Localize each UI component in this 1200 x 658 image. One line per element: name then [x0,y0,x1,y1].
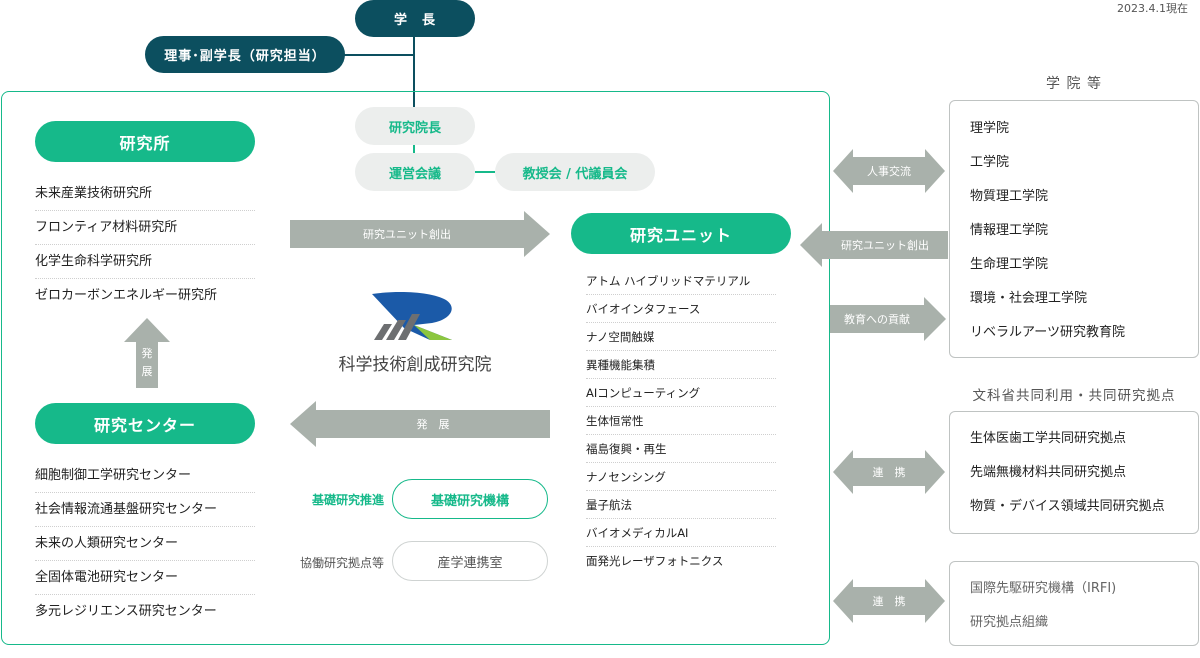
collab-office-box: 産学連携室 [392,541,548,581]
list-item: 未来の人類研究センター [35,527,255,561]
list-item: バイオメディカルAI [586,519,776,547]
list-item: 環境・社会理工学院 [970,291,1088,306]
develop-up-label: 発 展 [141,347,153,378]
develop-left-label: 発 展 [416,418,450,431]
personnel-arrow [833,149,945,193]
create-unit-label: 研究ユニット創出 [363,228,451,241]
irfi-box: 国際先駆研究機構（IRFI) 研究拠点組織 [949,561,1199,646]
list-item: バイオインタフェース [586,295,776,323]
list-item: ナノセンシング [586,463,776,491]
joint-title: 文科省共同利用・共同研究拠点 [972,388,1176,404]
list-item: 多元レジリエンス研究センター [35,604,217,619]
list-item: AIコンピューティング [586,379,776,407]
president-box: 学 長 [355,0,475,37]
list-item: リベラルアーツ研究教育院 [970,325,1125,340]
cooperate-arrow-2 [833,579,945,623]
education-label: 教育への貢献 [844,313,910,326]
list-item: ゼロカーボンエネルギー研究所 [35,288,218,303]
units-list: アトム ハイブリッドマテリアル バイオインタフェース ナノ空間触媒 異種機能集積… [586,267,776,575]
date-stamp: 2023.4.1現在 [1117,2,1188,15]
connector-vice [340,54,415,56]
list-item: 面発光レーザフォトニクス [586,554,724,568]
schools-title: 学 院 等 [1046,76,1102,92]
cooperate-label-1: 連 携 [872,466,906,479]
unit-from-schools-arrow [800,223,948,267]
list-item: アトム ハイブリッドマテリアル [586,267,776,295]
cooperate-label-2: 連 携 [872,595,906,608]
centers-list: 細胞制御工学研究センター 社会情報流通基盤研究センター 未来の人類研究センター … [35,459,255,629]
create-unit-arrow [290,211,550,257]
list-item: ナノ空間触媒 [586,323,776,351]
institute-logo-icon [372,292,452,340]
basic-label: 基礎研究推進 [311,493,384,507]
list-item: 化学生命科学研究所 [35,245,255,279]
list-item: フロンティア材料研究所 [35,211,255,245]
list-item: 国際先駆研究機構（IRFI) [970,581,1117,596]
list-item: 物質理工学院 [970,189,1049,204]
list-item: 異種機能集積 [586,351,776,379]
develop-up-arrow [124,318,170,388]
list-item: 先端無機材料共同研究拠点 [970,465,1127,480]
vice-president-box: 理事･副学長（研究担当） [145,36,345,73]
institute-frame [1,91,830,645]
list-item: 全固体電池研究センター [35,561,255,595]
list-item: 生体恒常性 [586,407,776,435]
collab-label: 協働研究拠点等 [299,556,384,570]
council-box: 運営会議 [355,153,475,191]
centers-title: 研究センター [35,403,255,444]
list-item: 情報理工学院 [970,223,1049,238]
education-arrow [830,297,946,341]
institute-name: 科学技術創成研究院 [338,355,492,375]
list-item: 福島復興・再生 [586,435,776,463]
list-item: 研究拠点組織 [970,615,1049,630]
personnel-label: 人事交流 [867,165,911,178]
list-item: 社会情報流通基盤研究センター [35,493,255,527]
list-item: 工学院 [970,155,1010,170]
list-item: 生体医歯工学共同研究拠点 [970,431,1127,446]
basic-research-box: 基礎研究機構 [392,479,548,519]
director-box: 研究院長 [355,107,475,145]
connector-council [413,145,415,153]
schools-box: 理学院 工学院 物質理工学院 情報理工学院 生命理工学院 環境・社会理工学院 リ… [949,100,1199,358]
list-item: 理学院 [970,121,1010,136]
connector-president [413,36,415,148]
cooperate-arrow-1 [833,450,945,494]
connector-faculty [475,171,495,173]
list-item: 未来産業技術研究所 [35,177,255,211]
develop-left-arrow [290,401,550,447]
faculty-council-box: 教授会 / 代議員会 [495,153,655,191]
labs-list: 未来産業技術研究所 フロンティア材料研究所 化学生命科学研究所 ゼロカーボンエネ… [35,177,255,313]
list-item: 物質・デバイス領域共同研究拠点 [970,499,1165,514]
units-title: 研究ユニット [571,213,791,254]
list-item: 生命理工学院 [970,257,1049,272]
joint-box: 生体医歯工学共同研究拠点 先端無機材料共同研究拠点 物質・デバイス領域共同研究拠… [949,411,1199,534]
labs-title: 研究所 [35,121,255,162]
list-item: 量子航法 [586,491,776,519]
list-item: 細胞制御工学研究センター [35,459,255,493]
unit-from-schools-label: 研究ユニット創出 [841,239,929,252]
